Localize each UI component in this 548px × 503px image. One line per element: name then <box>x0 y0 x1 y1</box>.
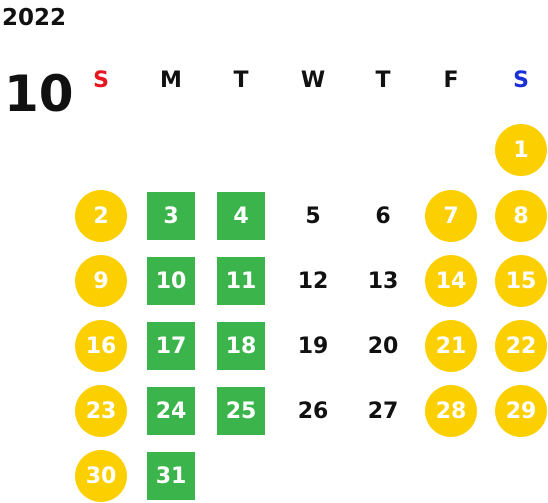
day-number: 5 <box>305 203 321 229</box>
day-number: 16 <box>85 333 117 359</box>
weekday-thursday: T <box>375 68 391 93</box>
day-cell-21: 21 <box>425 320 477 372</box>
day-number: 27 <box>367 398 399 424</box>
day-cell-18: 18 <box>217 322 265 370</box>
day-number: 23 <box>85 398 117 424</box>
weekday-friday: F <box>443 68 459 93</box>
day-cell-27: 27 <box>357 385 409 437</box>
day-number: 8 <box>513 203 529 229</box>
weekday-sunday: S <box>93 68 109 93</box>
weekday-monday: M <box>160 68 182 93</box>
day-cell-29: 29 <box>495 385 547 437</box>
day-cell-9: 9 <box>75 255 127 307</box>
day-number: 1 <box>513 137 529 163</box>
day-number: 17 <box>155 333 187 359</box>
day-cell-13: 13 <box>357 255 409 307</box>
day-cell-1: 1 <box>495 124 547 176</box>
day-number: 4 <box>233 203 249 229</box>
day-number: 25 <box>225 398 257 424</box>
day-number: 15 <box>505 268 537 294</box>
day-number: 9 <box>93 268 109 294</box>
day-cell-31: 31 <box>147 452 195 500</box>
day-cell-22: 22 <box>495 320 547 372</box>
month-label: 10 <box>4 65 74 123</box>
day-number: 13 <box>367 268 399 294</box>
day-cell-25: 25 <box>217 387 265 435</box>
day-number: 22 <box>505 333 537 359</box>
day-cell-7: 7 <box>425 190 477 242</box>
day-number: 26 <box>297 398 329 424</box>
day-cell-24: 24 <box>147 387 195 435</box>
day-number: 28 <box>435 398 467 424</box>
day-number: 18 <box>225 333 257 359</box>
day-number: 29 <box>505 398 537 424</box>
weekday-tuesday: T <box>233 68 249 93</box>
day-cell-5: 5 <box>287 190 339 242</box>
day-number: 12 <box>297 268 329 294</box>
day-cell-8: 8 <box>495 190 547 242</box>
day-cell-12: 12 <box>287 255 339 307</box>
day-cell-28: 28 <box>425 385 477 437</box>
day-number: 31 <box>155 463 187 489</box>
day-number: 6 <box>375 203 391 229</box>
day-number: 19 <box>297 333 329 359</box>
day-cell-15: 15 <box>495 255 547 307</box>
day-cell-2: 2 <box>75 190 127 242</box>
day-cell-4: 4 <box>217 192 265 240</box>
day-cell-20: 20 <box>357 320 409 372</box>
weekday-saturday: S <box>513 68 529 93</box>
day-number: 20 <box>367 333 399 359</box>
day-number: 7 <box>443 203 459 229</box>
weekday-wednesday: W <box>300 68 326 93</box>
day-number: 10 <box>155 268 187 294</box>
day-cell-30: 30 <box>75 450 127 502</box>
day-number: 2 <box>93 203 109 229</box>
day-number: 3 <box>163 203 179 229</box>
day-cell-19: 19 <box>287 320 339 372</box>
day-number: 30 <box>85 463 117 489</box>
day-cell-10: 10 <box>147 257 195 305</box>
day-number: 24 <box>155 398 187 424</box>
day-cell-14: 14 <box>425 255 477 307</box>
day-number: 14 <box>435 268 467 294</box>
day-cell-26: 26 <box>287 385 339 437</box>
day-cell-17: 17 <box>147 322 195 370</box>
day-cell-16: 16 <box>75 320 127 372</box>
day-number: 21 <box>435 333 467 359</box>
day-cell-11: 11 <box>217 257 265 305</box>
day-cell-23: 23 <box>75 385 127 437</box>
day-cell-6: 6 <box>357 190 409 242</box>
day-cell-3: 3 <box>147 192 195 240</box>
day-number: 11 <box>225 268 257 294</box>
year-label: 2022 <box>2 5 67 31</box>
